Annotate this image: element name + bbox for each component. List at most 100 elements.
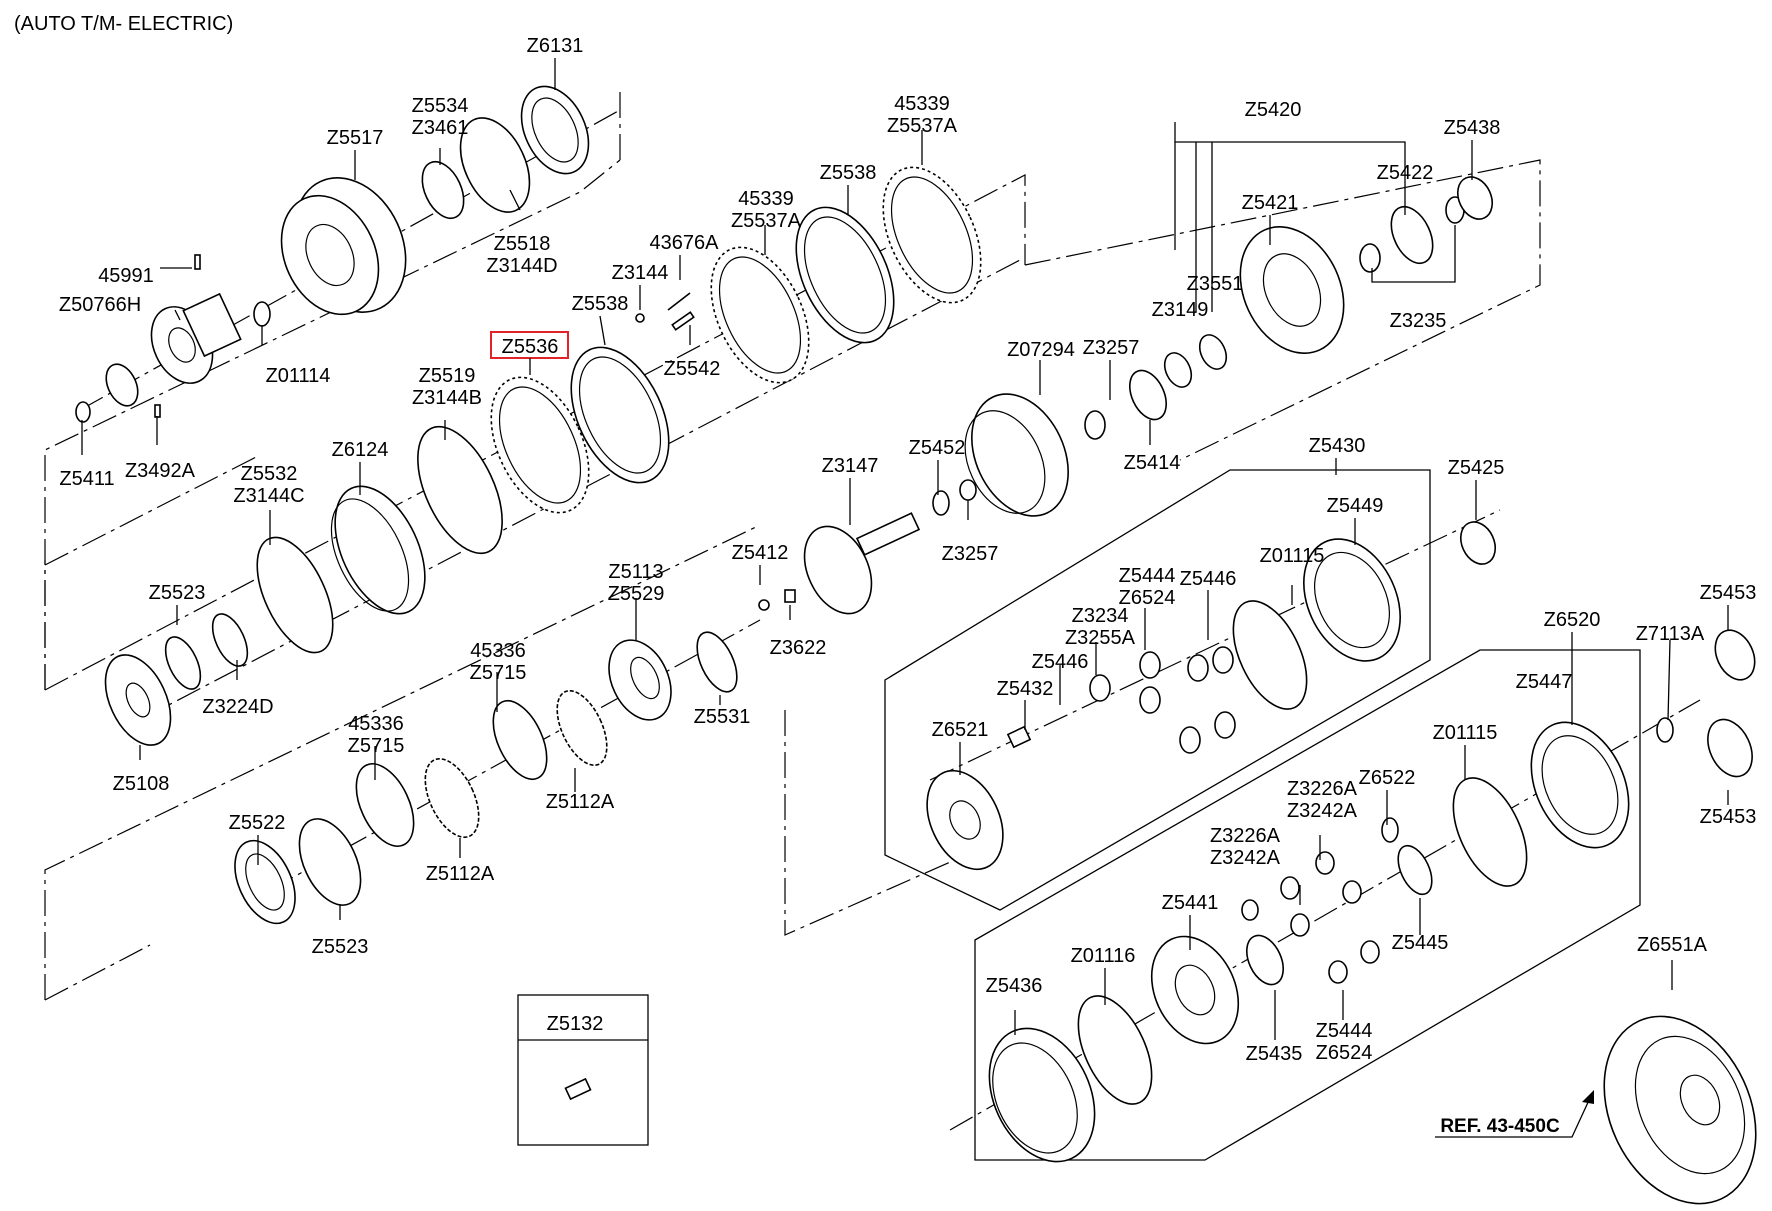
callout-z5536[interactable]: Z5536 <box>502 336 559 358</box>
callout-z3147[interactable]: Z3147 <box>822 455 879 477</box>
callout-z6131[interactable]: Z6131 <box>527 35 584 57</box>
callout-z6520[interactable]: Z6520 <box>1544 609 1601 631</box>
callout-z5447[interactable]: Z5447 <box>1516 671 1573 693</box>
callout-line: Z3144B <box>412 387 482 409</box>
callout-z5449[interactable]: Z5449 <box>1327 495 1384 517</box>
callout-z7113a[interactable]: Z7113A <box>1636 623 1705 645</box>
callout-z3149[interactable]: Z3149 <box>1152 299 1209 321</box>
callout-z3622[interactable]: Z3622 <box>770 637 827 659</box>
callout-z5531[interactable]: Z5531 <box>694 706 751 728</box>
callout-z5523[interactable]: Z5523 <box>312 936 369 958</box>
callout-z3492a[interactable]: Z3492A <box>125 460 196 482</box>
inset-label[interactable]: Z5132 <box>547 1013 604 1035</box>
callout-z6124[interactable]: Z6124 <box>332 439 389 461</box>
callout-z01115[interactable]: Z01115 <box>1433 722 1498 744</box>
callout-43676a[interactable]: 43676A <box>650 232 720 254</box>
callout-line: Z5445 <box>1392 932 1449 954</box>
callout-z5112a[interactable]: Z5112A <box>546 791 615 813</box>
callout-z5108[interactable]: Z5108 <box>113 773 170 795</box>
callout-z3257[interactable]: Z3257 <box>942 543 999 565</box>
callout-z5538[interactable]: Z5538 <box>820 162 877 184</box>
callout-z01116[interactable]: Z01116 <box>1071 945 1136 967</box>
callout-45991[interactable]: 45991 <box>98 265 154 287</box>
callout-z5425[interactable]: Z5425 <box>1448 457 1505 479</box>
callout-z5446[interactable]: Z5446 <box>1032 651 1089 673</box>
callout-z5453[interactable]: Z5453 <box>1700 582 1757 604</box>
callout-z3144[interactable]: Z3144 <box>612 262 669 284</box>
callout-line: Z3257 <box>942 543 999 565</box>
callout-z50766h[interactable]: Z50766H <box>59 294 141 316</box>
callout-line: Z3147 <box>822 455 879 477</box>
callout-z5445[interactable]: Z5445 <box>1392 932 1449 954</box>
callout-z5430[interactable]: Z5430 <box>1309 435 1366 457</box>
parts <box>75 85 1757 1205</box>
callout-z01115[interactable]: Z01115 <box>1260 545 1325 567</box>
callout-z5542[interactable]: Z5542 <box>664 358 721 380</box>
callout-z3551[interactable]: Z3551 <box>1187 273 1244 295</box>
callout-z3224d[interactable]: Z3224D <box>202 696 273 718</box>
callout-z5522[interactable]: Z5522 <box>229 812 286 834</box>
diagram-title: (AUTO T/M- ELECTRIC) <box>14 13 233 35</box>
callout-z5441[interactable]: Z5441 <box>1162 892 1219 914</box>
callout-line: Z5421 <box>1242 192 1299 214</box>
callout-z5421[interactable]: Z5421 <box>1242 192 1299 214</box>
callout-z3257[interactable]: Z3257 <box>1083 337 1140 359</box>
callout-line: Z5422 <box>1377 162 1434 184</box>
callout-line: Z3622 <box>770 637 827 659</box>
callout-z6521[interactable]: Z6521 <box>932 719 989 741</box>
callout-z5411[interactable]: Z5411 <box>59 468 114 490</box>
callout-line: 45339 <box>738 188 794 210</box>
callout-line: Z5522 <box>229 812 286 834</box>
callout-z5517[interactable]: Z5517 <box>327 127 384 149</box>
callout-line: Z5531 <box>694 706 751 728</box>
callout-z5436[interactable]: Z5436 <box>986 975 1043 997</box>
callout-line: 45339 <box>894 93 950 115</box>
callout-z5452[interactable]: Z5452 <box>909 437 966 459</box>
callout-z5414[interactable]: Z5414 <box>1124 452 1181 474</box>
callout-line: Z5538 <box>572 293 629 315</box>
callout-line: Z5425 <box>1448 457 1505 479</box>
callout-z5112a[interactable]: Z5112A <box>426 863 495 885</box>
callout-z5538[interactable]: Z5538 <box>572 293 629 315</box>
callout-line: 45336 <box>470 640 526 662</box>
callout-z5422[interactable]: Z5422 <box>1377 162 1434 184</box>
callout-z5523[interactable]: Z5523 <box>149 582 206 604</box>
callout-z6522[interactable]: Z6522 <box>1359 767 1416 789</box>
callout-z5435[interactable]: Z5435 <box>1246 1043 1303 1065</box>
callout-line: Z5534 <box>412 95 469 117</box>
inset-box <box>517 994 649 1146</box>
callout-z5432[interactable]: Z5432 <box>997 678 1054 700</box>
callout-z3235[interactable]: Z3235 <box>1390 310 1447 332</box>
callout-z5453[interactable]: Z5453 <box>1700 806 1757 828</box>
callout-line: Z5523 <box>149 582 206 604</box>
callout-line: Z01115 <box>1433 722 1498 744</box>
callout-line: Z5538 <box>820 162 877 184</box>
callout-z5438[interactable]: Z5438 <box>1444 117 1501 139</box>
callout-z01114[interactable]: Z01114 <box>266 365 331 387</box>
callout-line: Z5536 <box>502 336 559 358</box>
callout-z07294[interactable]: Z07294 <box>1007 339 1075 361</box>
callout-line: Z5537A <box>887 115 958 137</box>
callout-line: Z5412 <box>732 542 789 564</box>
callout-z5420[interactable]: Z5420 <box>1245 99 1302 121</box>
callout-z5412[interactable]: Z5412 <box>732 542 789 564</box>
reference-label[interactable]: REF. 43-450C <box>1440 1116 1560 1137</box>
callout-z6551a[interactable]: Z6551A <box>1637 934 1708 956</box>
callout-z5446[interactable]: Z5446 <box>1180 568 1237 590</box>
